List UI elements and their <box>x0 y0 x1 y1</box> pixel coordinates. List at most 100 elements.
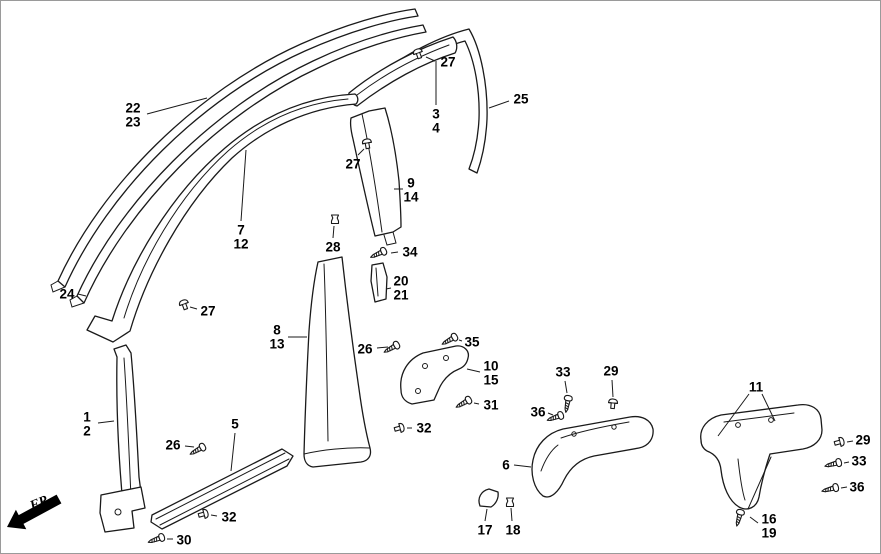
callout-leader-16 <box>749 516 759 524</box>
part-roof-side-molding-outer <box>50 8 419 293</box>
callout-leader-1 <box>97 420 115 424</box>
callout-label-21: 21 <box>393 288 409 303</box>
callout-leader-27 <box>189 306 198 310</box>
callout-label-11: 11 <box>749 380 764 395</box>
callout-label-2: 2 <box>83 424 91 439</box>
fr-arrow-icon <box>7 494 62 530</box>
callout-leader-24 <box>77 293 87 297</box>
screw-icon <box>453 394 474 412</box>
part-side-sill-garnish <box>150 448 294 530</box>
clip-icon <box>392 422 406 435</box>
callout-leader-11 <box>761 393 776 422</box>
callout-leader-33 <box>843 461 850 464</box>
callout-label-14: 14 <box>403 190 419 205</box>
callout-leader-5 <box>230 432 236 472</box>
screw-icon <box>146 532 167 547</box>
callout-leader-35 <box>458 339 463 342</box>
clip-icon <box>832 436 846 449</box>
callout-leader-36 <box>840 486 848 489</box>
callout-label-31: 31 <box>483 398 499 413</box>
callout-leader-20 <box>385 287 392 290</box>
callout-label-22: 22 <box>125 101 140 116</box>
callout-label-7: 7 <box>237 223 245 238</box>
callout-label-8: 8 <box>273 323 281 338</box>
callout-label-3: 3 <box>432 107 440 122</box>
callout-label-26: 26 <box>357 342 373 357</box>
callout-label-29: 29 <box>855 433 870 448</box>
callout-label-20: 20 <box>393 274 408 289</box>
callout-label-10: 10 <box>483 359 498 374</box>
callout-leader-18 <box>510 507 513 522</box>
callout-label-32: 32 <box>221 510 236 525</box>
callout-label-35: 35 <box>464 335 480 350</box>
screw-icon <box>820 482 840 496</box>
part-roof-side-molding-inner <box>69 24 427 308</box>
callout-label-12: 12 <box>233 237 248 252</box>
screw-icon <box>561 394 574 414</box>
callout-leader-34 <box>390 251 399 254</box>
grommet-icon <box>505 497 515 508</box>
fr-direction-indicator: FR. <box>7 492 62 530</box>
callout-label-13: 13 <box>269 337 285 352</box>
part-center-pillar-garnish-upper <box>349 107 402 246</box>
callout-label-19: 19 <box>761 526 776 541</box>
callout-leader-28 <box>332 225 335 239</box>
part-front-pillar-garnish <box>86 93 359 343</box>
callout-label-17: 17 <box>477 523 492 538</box>
screw-icon <box>368 245 389 262</box>
callout-leader-26 <box>184 445 195 448</box>
callout-leader-6 <box>513 464 532 468</box>
callout-label-32: 32 <box>416 421 431 436</box>
part-front-pillar-lower-trim <box>99 344 146 533</box>
screw-icon <box>381 339 402 357</box>
grommet-icon <box>330 214 340 225</box>
screw-icon <box>732 508 746 528</box>
callout-label-24: 24 <box>59 287 75 302</box>
callout-label-30: 30 <box>176 533 191 548</box>
callout-label-9: 9 <box>407 176 415 191</box>
part-corner-cap <box>478 488 499 508</box>
callout-leader-17 <box>484 508 488 522</box>
callout-leader-27 <box>425 56 436 62</box>
callout-leader-36 <box>547 412 554 416</box>
screw-icon <box>545 410 566 425</box>
callout-label-29: 29 <box>603 364 618 379</box>
part-quarter-trim-front <box>531 415 654 498</box>
callout-leader-26 <box>376 346 389 349</box>
clip-icon <box>607 398 619 410</box>
callout-leader-27 <box>357 148 365 156</box>
callout-label-34: 34 <box>402 245 418 260</box>
callout-leader-32 <box>210 514 218 517</box>
callout-label-4: 4 <box>432 121 440 136</box>
callout-leader-23 <box>146 97 208 115</box>
part-pillar-bracket <box>370 262 388 303</box>
part-quarter-pillar-garnish <box>348 36 458 107</box>
clip-icon <box>177 298 191 312</box>
callout-leader-29 <box>611 379 614 398</box>
callout-label-36: 36 <box>530 405 546 420</box>
callout-label-27: 27 <box>200 304 215 319</box>
callout-label-18: 18 <box>505 523 521 538</box>
callout-label-1: 1 <box>83 410 91 425</box>
callout-label-25: 25 <box>513 92 529 107</box>
part-quarter-trim-rear <box>700 403 823 510</box>
callout-label-23: 23 <box>125 115 141 130</box>
callout-leader-lines <box>77 56 854 540</box>
callout-label-36: 36 <box>849 480 865 495</box>
callout-label-5: 5 <box>231 417 239 432</box>
callout-label-6: 6 <box>502 458 510 473</box>
callout-label-16: 16 <box>761 512 777 527</box>
callout-label-33: 33 <box>555 365 571 380</box>
callout-leader-33 <box>564 380 568 394</box>
callout-leader-10 <box>466 368 481 373</box>
callout-leader-25 <box>488 100 510 109</box>
part-center-pillar-garnish-lower <box>303 256 372 468</box>
part-quarter-trim-bracket <box>400 345 470 405</box>
callout-label-27: 27 <box>440 55 455 70</box>
callout-leader-7 <box>240 149 247 222</box>
callout-label-28: 28 <box>325 240 341 255</box>
callout-leader-11 <box>717 393 750 437</box>
